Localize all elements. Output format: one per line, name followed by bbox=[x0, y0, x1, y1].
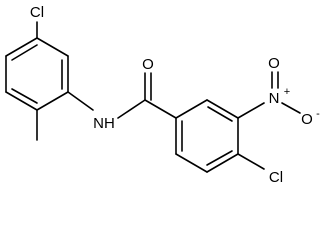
bond bbox=[206, 99, 239, 119]
bond-inner bbox=[11, 44, 38, 61]
bond bbox=[117, 99, 146, 119]
bond bbox=[144, 99, 177, 119]
bond bbox=[36, 37, 69, 57]
bond-inner bbox=[206, 150, 233, 166]
molecule-drawing: Cl NH O N + O O - Cl bbox=[5, 4, 320, 186]
bond-chloro bbox=[237, 153, 265, 170]
bond bbox=[175, 99, 208, 119]
bond-inner bbox=[207, 106, 233, 122]
bond bbox=[206, 153, 239, 173]
bond bbox=[67, 91, 94, 111]
bond-nitro bbox=[237, 102, 265, 119]
atom-nh: NH bbox=[93, 115, 115, 132]
charge-plus: + bbox=[284, 86, 290, 98]
bond bbox=[175, 153, 208, 173]
atom-o-carbonyl: O bbox=[142, 56, 154, 73]
amide-group bbox=[117, 72, 177, 119]
bond-inner bbox=[11, 88, 38, 104]
atom-n-nitro: N bbox=[269, 90, 280, 107]
atom-cl-bottom: Cl bbox=[269, 169, 283, 186]
bond bbox=[36, 91, 69, 111]
nitro-group bbox=[271, 71, 301, 114]
right-ring bbox=[175, 99, 265, 173]
atom-o-nitro-top: O bbox=[268, 55, 280, 72]
bond-n-o-single bbox=[281, 102, 301, 114]
structure-diagram: Cl NH O N + O O - Cl bbox=[5, 4, 320, 186]
bond bbox=[5, 91, 38, 111]
charge-minus: - bbox=[316, 108, 320, 120]
left-ring bbox=[5, 21, 94, 141]
bond bbox=[5, 37, 38, 57]
atom-o-nitro-side: O bbox=[301, 111, 313, 128]
atom-cl-top: Cl bbox=[30, 4, 44, 21]
